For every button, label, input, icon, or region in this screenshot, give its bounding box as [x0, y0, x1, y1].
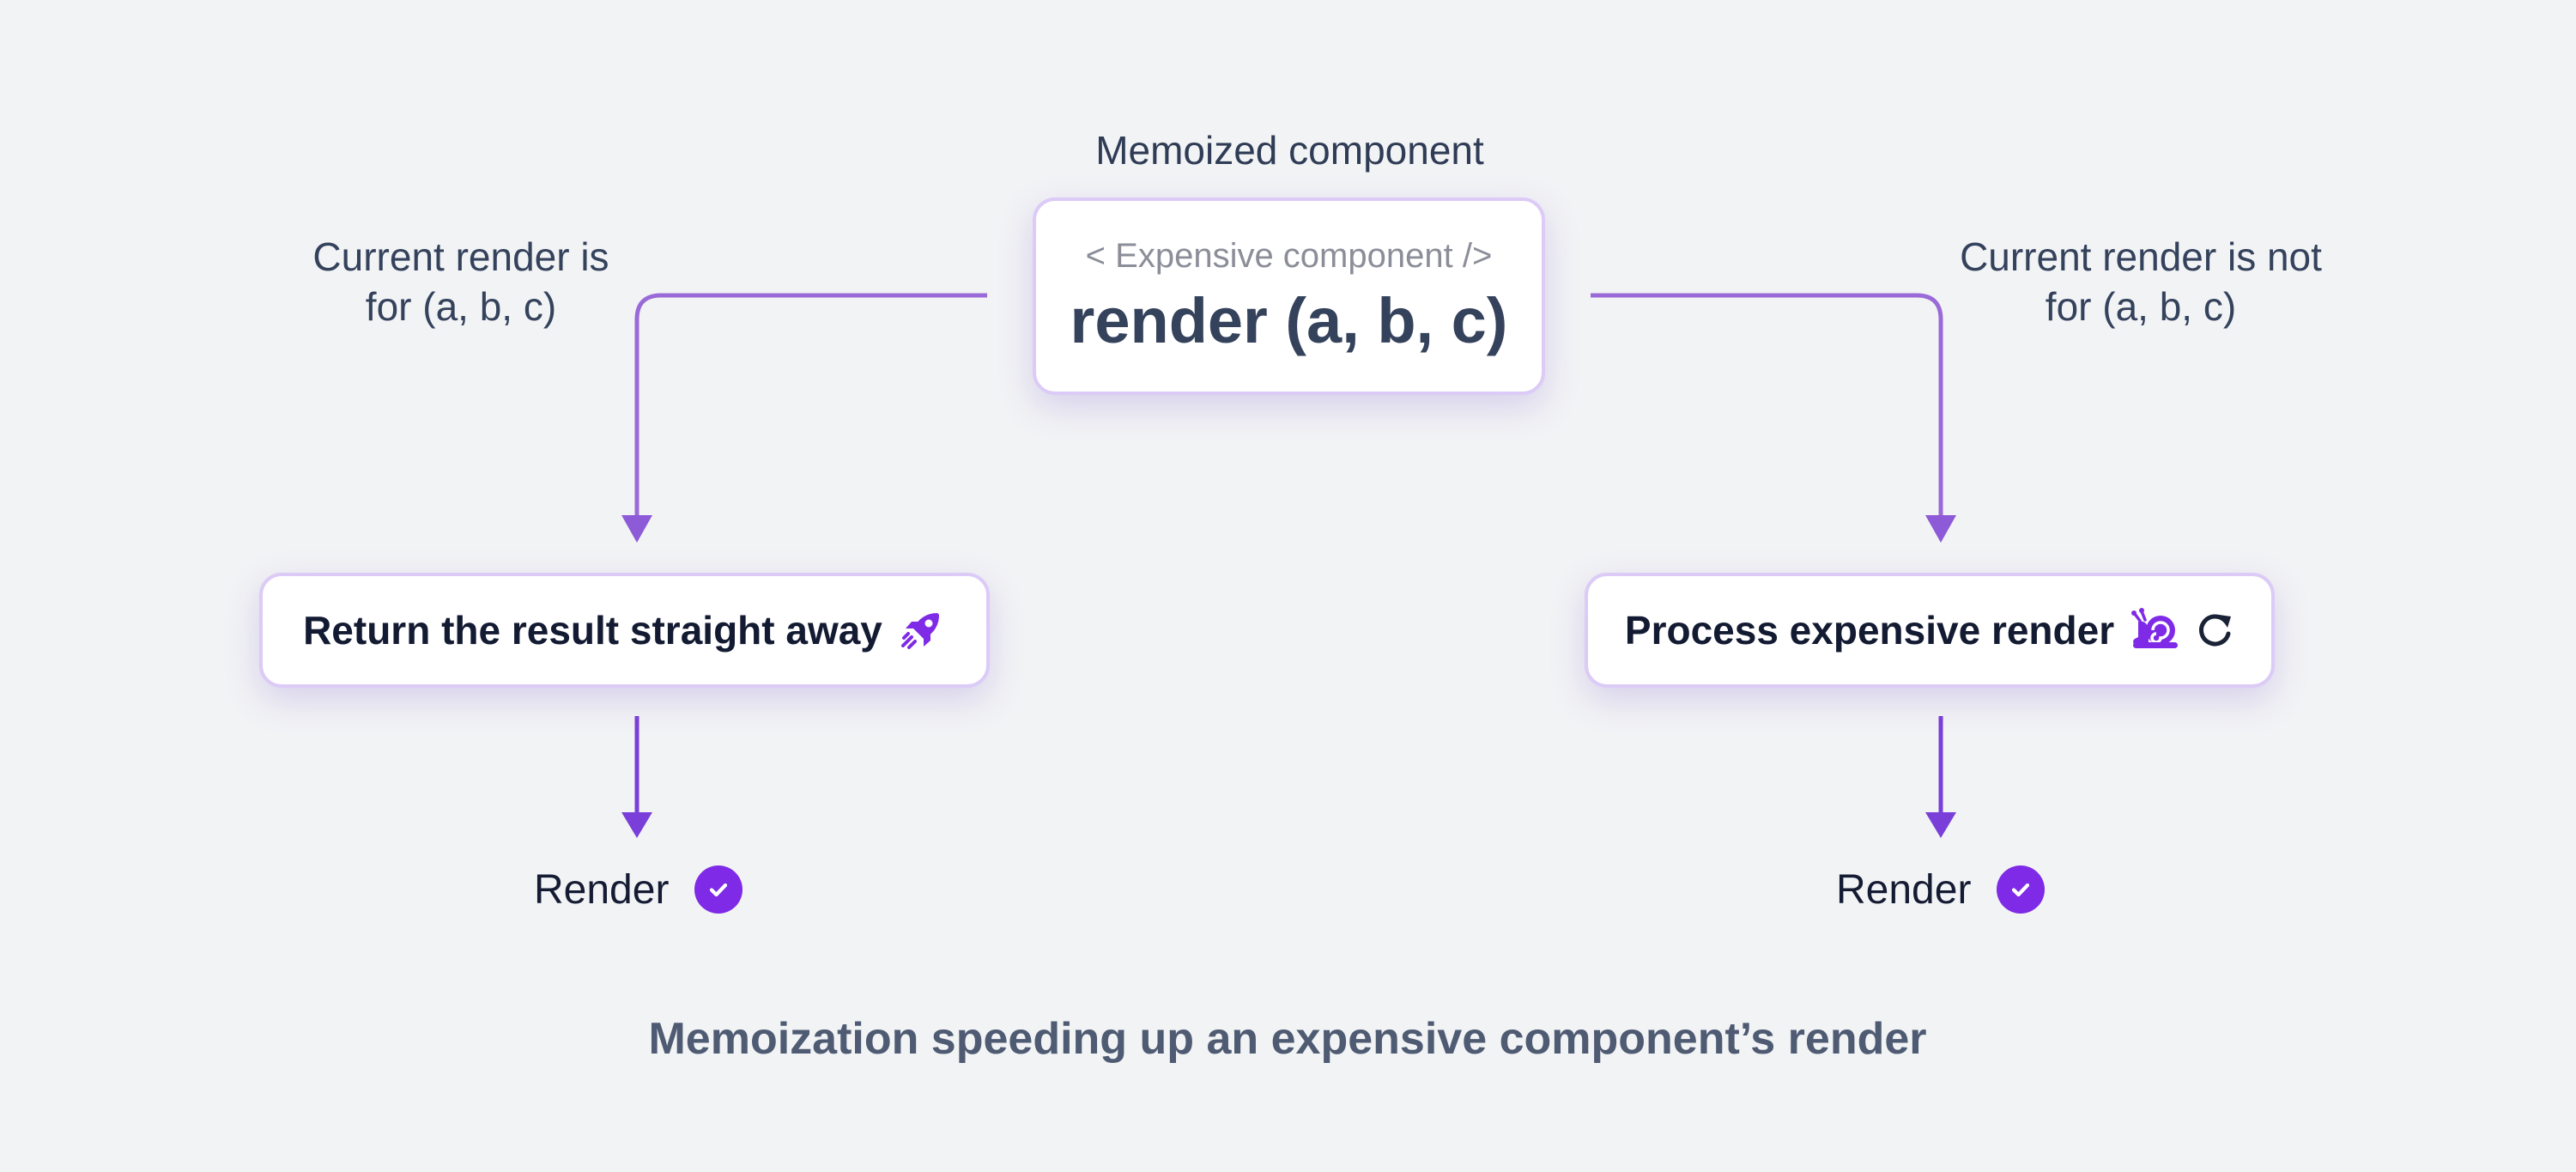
process-render-box: Process expensive render: [1585, 573, 2275, 688]
check-circle-icon: [694, 865, 743, 914]
diagram-caption: Memoization speeding up an expensive com…: [648, 1014, 1927, 1064]
render-result-left: Render: [534, 864, 743, 915]
expensive-component-card: < Expensive component /> render (a, b, c…: [1033, 197, 1545, 395]
arrowhead-right-result: [1925, 812, 1956, 838]
render-call-title: render (a, b, c): [1070, 285, 1508, 356]
refresh-icon: [2195, 610, 2234, 650]
return-result-box: Return the result straight away: [259, 573, 990, 688]
rocket-icon: [898, 606, 946, 654]
render-result-right: Render: [1836, 864, 2046, 915]
render-label-left: Render: [534, 866, 670, 913]
component-tag: < Expensive component />: [1085, 237, 1493, 275]
arrowhead-left: [621, 515, 652, 543]
connector-left: [634, 293, 987, 515]
right-condition-label: Current render is not for (a, b, c): [1926, 232, 2355, 331]
right-condition-line-1: Current render is not: [1960, 234, 2322, 279]
snail-icon: [2130, 606, 2179, 654]
process-render-label: Process expensive render: [1624, 608, 2115, 653]
right-condition-line-2: for (a, b, c): [2045, 284, 2237, 329]
left-condition-line-2: for (a, b, c): [365, 284, 557, 329]
left-condition-line-1: Current render is: [312, 234, 609, 279]
memoized-component-label: Memoized component: [1095, 128, 1484, 173]
return-result-label: Return the result straight away: [303, 608, 882, 653]
check-circle-icon: [1997, 865, 2046, 914]
left-condition-label: Current render is for (a, b, c): [289, 232, 633, 331]
arrowhead-left-result: [621, 812, 652, 838]
render-label-right: Render: [1836, 866, 1972, 913]
connector-right: [1591, 293, 1943, 515]
arrowhead-right: [1925, 515, 1956, 543]
